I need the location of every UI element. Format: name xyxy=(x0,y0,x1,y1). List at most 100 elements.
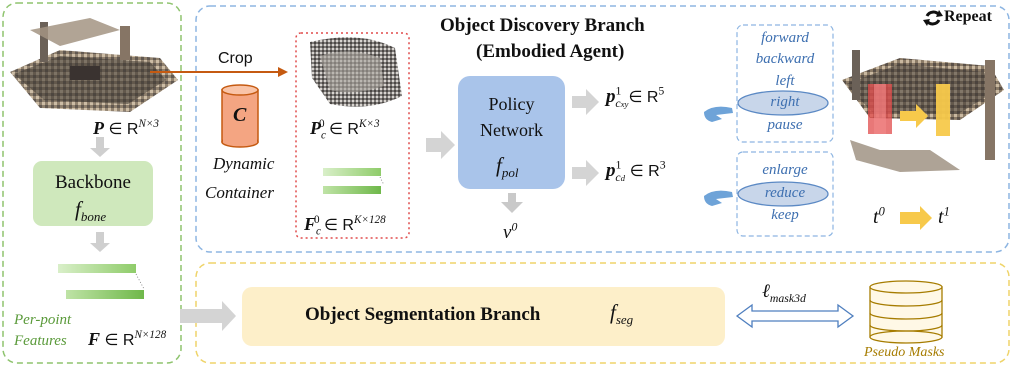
pxy-dim: 5 xyxy=(658,84,665,98)
selected-move-highlight xyxy=(737,90,829,116)
arrow-crop-to-policy xyxy=(426,131,455,159)
loss-symbol: ℓ xyxy=(762,281,770,302)
backbone-function: fbone xyxy=(75,197,107,225)
pd-space: ∈ R xyxy=(629,163,660,180)
pxy-formula: p1cxy∈ R5 xyxy=(606,84,665,110)
size-action-reduce: reduce xyxy=(764,185,806,201)
feature-bar-1 xyxy=(58,264,136,273)
features-formula: F ∈ RN×128 xyxy=(88,329,166,350)
policy-line1: Policy xyxy=(488,94,535,114)
pxy-sup: 1 xyxy=(615,84,622,98)
features-label-line2: Features xyxy=(14,333,67,349)
container-label-line2: Container xyxy=(205,183,274,202)
container-symbol: C xyxy=(233,104,247,126)
crop-region xyxy=(295,32,410,239)
move-action-pause: pause xyxy=(767,117,803,133)
segmentation-function: fseg xyxy=(610,300,634,328)
loss-label: ℓmask3d xyxy=(762,281,806,305)
move-action-backward: backward xyxy=(755,51,815,67)
scene-point-cloud-left xyxy=(10,18,178,112)
segmentation-label: Object Segmentation Branch xyxy=(305,304,541,325)
move-actions-box xyxy=(736,24,834,143)
policy-function: fpol xyxy=(496,153,519,181)
cropped-features-sup: 0 xyxy=(313,214,320,226)
backbone-fn-symbol: f xyxy=(75,197,81,221)
arrow-backbone-to-features xyxy=(90,232,110,252)
point-cloud-dim: N×3 xyxy=(138,118,159,130)
features-dim: N×128 xyxy=(134,329,167,341)
cropped-point-cloud xyxy=(310,37,402,107)
crop-label: Crop xyxy=(218,50,253,67)
pd-symbol: p xyxy=(606,160,616,181)
size-action-keep: keep xyxy=(771,207,799,223)
time-from: t0 xyxy=(873,205,885,229)
features-symbol: F xyxy=(88,329,101,349)
value-symbol: v xyxy=(503,222,512,243)
time-arrow xyxy=(900,206,932,230)
arrow-policy-to-pd xyxy=(572,160,599,186)
pxy-symbol: p xyxy=(606,86,616,107)
cropped-features-formula: Fc0 ∈ RK×128 xyxy=(304,214,386,237)
left-region xyxy=(2,2,182,364)
time-from-symbol: t xyxy=(873,206,879,228)
policy-fn-sub: pol xyxy=(501,165,519,181)
pd-sup: 1 xyxy=(615,158,622,172)
size-actions-box xyxy=(736,151,834,237)
loss-sub: mask3d xyxy=(769,291,806,305)
selected-size-highlight xyxy=(737,181,829,207)
backbone-fn-sub: bone xyxy=(80,209,107,225)
crop-feature-bar-2 xyxy=(323,186,381,194)
backbone-name: Backbone xyxy=(55,172,131,193)
pxy-sub-c: c xyxy=(615,96,621,110)
backbone-box xyxy=(33,161,153,226)
scene-point-cloud-right xyxy=(842,50,1004,172)
pd-sub: cd xyxy=(615,171,625,184)
policy-network-box xyxy=(458,76,565,189)
value-sup: 0 xyxy=(511,220,518,234)
pseudo-masks-label: Pseudo Masks xyxy=(864,345,945,360)
arrow-features-to-seg xyxy=(180,301,236,331)
features-space: ∈ R xyxy=(104,332,135,349)
pd-subsub: d xyxy=(620,172,626,183)
hand-pointer-size xyxy=(704,190,733,206)
arrow-policy-to-value xyxy=(501,193,523,213)
value-output: v0 xyxy=(503,220,518,244)
move-action-forward: forward xyxy=(761,30,809,46)
cropped-points-symbol: P xyxy=(310,118,321,138)
cropped-features-symbol: F xyxy=(304,214,317,234)
pxy-subsub: xy xyxy=(620,98,629,109)
point-cloud-label: P ∈ RN×3 xyxy=(93,118,159,139)
policy-line2: Network xyxy=(480,120,543,140)
container-cylinder xyxy=(221,84,259,148)
size-action-enlarge: enlarge xyxy=(762,162,808,178)
pxy-space: ∈ R xyxy=(628,89,659,106)
cropped-features-dim: K×128 xyxy=(353,214,386,226)
cropped-points-sup: 0 xyxy=(318,118,325,130)
pd-formula: p1cd ∈ R3 xyxy=(606,158,666,184)
container-label-line1: Dynamic xyxy=(213,154,275,173)
feature-bar-2 xyxy=(66,290,144,299)
hand-pointer-move xyxy=(704,106,733,122)
repeat-icon xyxy=(923,10,943,26)
features-label-line1: Per-point xyxy=(14,312,72,328)
discovery-region xyxy=(195,5,1010,253)
pd-sub-c: c xyxy=(615,170,621,184)
pd-dim: 3 xyxy=(659,158,666,172)
pxy-sub: cxy xyxy=(615,97,628,110)
move-action-left: left xyxy=(775,73,795,89)
cropped-points-formula: Pc0 ∈ RK×3 xyxy=(310,118,380,141)
time-to-symbol: t xyxy=(938,206,944,228)
segmentation-box xyxy=(242,287,725,346)
time-to: t1 xyxy=(938,204,950,229)
segmentation-fn-sub: seg xyxy=(615,312,634,328)
move-action-right: right xyxy=(770,94,800,110)
crop-feature-bar-1 xyxy=(323,168,381,176)
cropped-features-space: ∈ R xyxy=(324,217,354,234)
discovery-title-line1: Object Discovery Branch xyxy=(440,15,645,36)
time-to-sup: 1 xyxy=(943,204,950,219)
point-cloud-symbol: P xyxy=(93,118,104,138)
discovery-title-line2: (Embodied Agent) xyxy=(476,41,625,62)
repeat-label: Repeat xyxy=(944,8,992,25)
loss-double-arrow xyxy=(735,303,855,329)
